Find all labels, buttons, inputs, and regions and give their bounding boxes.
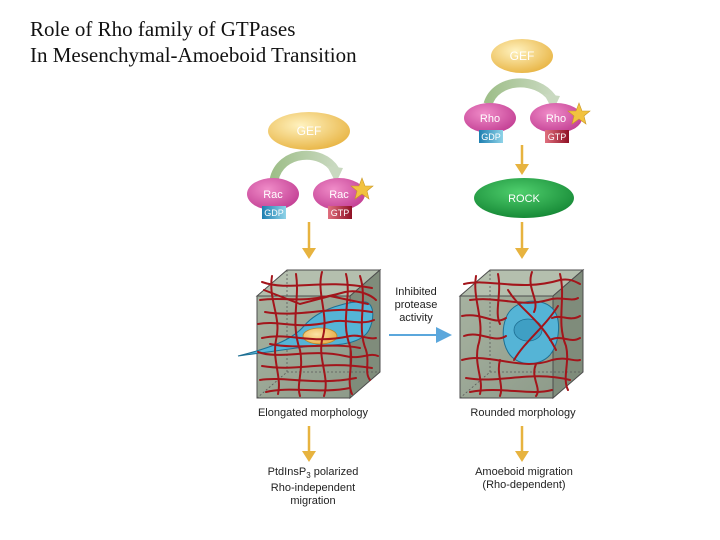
rock-node [474,178,574,218]
left-activation-curve [269,150,339,182]
right-gtp-box [545,130,569,143]
title-line-1: Role of Rho family of GTPases [30,17,296,41]
right-arrow-3-head [515,451,529,462]
right-pathway: GEF Rho GDP Rho GTP ROCK [458,39,591,462]
left-cell-nucleus [302,327,338,345]
right-activation-curve [483,78,556,106]
right-cube-hidden-edges [459,270,583,399]
right-gtp-label: GTP [548,132,567,142]
left-gdp-box [262,206,286,219]
right-arrow-1-head [515,164,529,175]
right-gdp-label: GDP [481,132,501,142]
right-inactive-gtpase-node [464,103,516,133]
transition-line-3: activity [399,312,433,324]
right-morphology-label: Rounded morphology [470,407,576,419]
left-arrow-1-head [302,248,316,259]
right-matrix-cube [458,268,585,400]
left-matrix-cube [237,268,382,400]
right-outcome-label: Amoeboid migration (Rho-dependent) [462,466,586,492]
left-cube-hidden-edges [256,270,380,399]
left-outcome-ptdinsp: PtdInsP [267,466,307,478]
transition-line-2: protease [394,299,438,311]
left-arrow-2-head [302,451,316,462]
left-outcome-subscript: 3 [306,471,311,481]
left-activation-star-icon [350,177,374,200]
transition-label: Inhibited protease activity [385,286,447,325]
left-morphology-label: Elongated morphology [258,407,369,419]
right-gef-node [491,39,553,73]
left-matrix-fibers [257,271,379,397]
left-outcome-label: PtdInsP3 polarized Rho-independent migra… [248,466,378,508]
title-line-2: In Mesenchymal-Amoeboid Transition [30,43,357,67]
right-gdp-box [479,130,503,143]
left-outcome-line-3: migration [290,495,336,508]
left-outcome-polarized: polarized [310,466,359,478]
right-arrow-2-head [515,248,529,259]
left-outcome-line-2: Rho-independent [270,482,356,495]
right-outcome-line-1: Amoeboid migration [475,466,573,478]
left-gef-node [268,112,350,150]
right-outcome-line-2: (Rho-dependent) [482,479,566,491]
left-activation-curve-head [327,166,343,183]
left-gtp-label: GTP [331,208,350,218]
right-matrix-fibers [461,271,581,397]
left-pathway: GEF Rac GDP Rac GTP [237,112,382,462]
left-gdp-label: GDP [264,208,284,218]
left-active-gtpase-label: Rac [329,189,349,201]
left-inactive-gtpase-node [247,178,299,210]
left-inactive-gtpase-label: Rac [263,189,283,201]
right-active-gtpase-label: Rho [546,113,566,125]
rock-label: ROCK [508,193,540,205]
left-outcome-line-1: PtdInsP3 polarized [248,466,378,482]
right-activation-curve-head [544,94,560,111]
right-activation-star-icon [567,102,591,125]
transition-line-1: Inhibited [395,286,437,298]
right-inactive-gtpase-label: Rho [480,113,500,125]
left-gef-label: GEF [297,124,322,138]
slide-title: Role of Rho family of GTPases In Mesench… [30,16,357,68]
right-active-gtpase-node [530,103,582,133]
right-gef-label: GEF [510,49,535,63]
left-gtp-box [328,206,352,219]
